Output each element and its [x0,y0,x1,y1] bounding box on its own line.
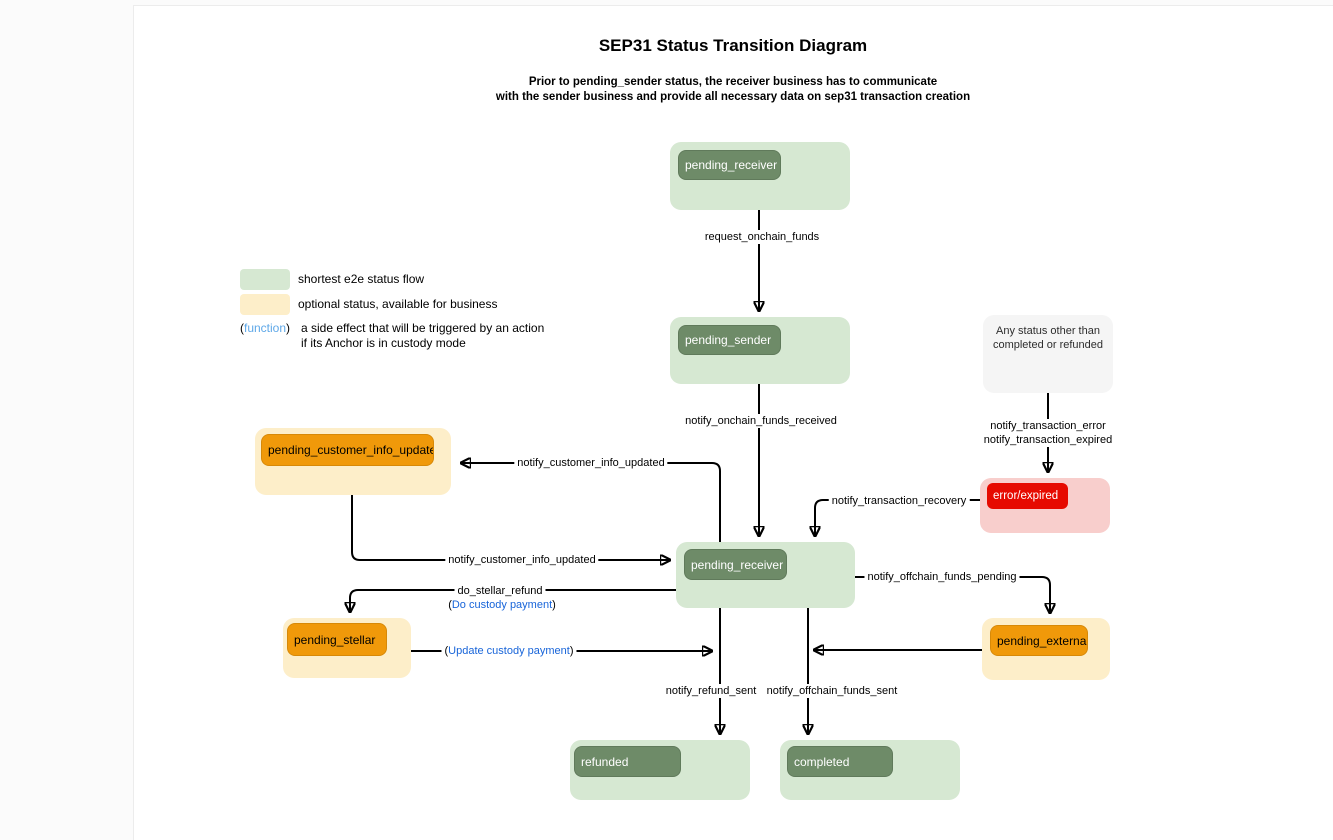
legend-function-token: (function) [240,321,290,335]
legend-function-word: function [244,321,287,335]
node-pending-receiver-mid-label: pending_receiver [684,549,787,580]
node-pending-customer-info-update: pending_customer_info_update [255,428,451,495]
node-any-status-line2: completed or refunded [992,339,1104,351]
edge-label-notify-offchain-funds-pending: notify_offchain_funds_pending [864,570,1020,584]
page-subtitle: Prior to pending_sender status, the rece… [133,75,1333,105]
node-pending-stellar: pending_stellar [283,618,411,678]
edge-label-do-custody-payment-close: ) [552,599,556,611]
edge-label-notify-transaction-expired: notify_transaction_expired [983,434,1113,446]
legend-label-yellow: optional status, available for business [298,297,498,311]
legend-function-desc-line1: a side effect that will be triggered by … [301,321,545,335]
node-pending-receiver-top: pending_receiver [670,142,850,210]
node-pending-receiver-mid: pending_receiver [676,542,855,608]
legend-label-green: shortest e2e status flow [298,272,425,286]
edge-label-update-custody-payment-text: Update custody payment [448,645,570,657]
node-any-status: Any status other than completed or refun… [983,315,1113,393]
node-pending-external: pending_external [982,618,1110,680]
edge-label-notify-transaction-recovery: notify_transaction_recovery [828,494,970,508]
edge-label-notify-transaction-error: notify_transaction_error [990,420,1106,432]
node-completed-label: completed [787,746,893,777]
page-subtitle-line2: with the sender business and provide all… [495,91,971,103]
edge-label-request-onchain-funds: request_onchain_funds [701,230,823,244]
node-error-expired-label: error/expired [987,483,1068,509]
node-error-expired: error/expired [980,478,1110,533]
node-refunded: refunded [570,740,750,800]
page-title: SEP31 Status Transition Diagram [598,36,868,55]
edge-label-notify-onchain-funds-received: notify_onchain_funds_received [682,414,840,428]
edge-label-notify-customer-info-updated-out: notify_customer_info_updated [514,456,668,470]
node-pending-receiver-top-label: pending_receiver [678,150,781,180]
node-pending-sender: pending_sender [670,317,850,384]
edge-label-do-custody-payment-text: Do custody payment [451,599,553,611]
edge-label-notify-transaction-error-expired: notify_transaction_error notify_transact… [980,419,1116,447]
node-refunded-label: refunded [574,746,681,777]
edge-label-notify-refund-sent: notify_refund_sent [662,684,760,698]
edge-label-update-custody-payment-close: ) [569,645,574,657]
edge-label-do-stellar-refund: do_stellar_refund [454,584,546,598]
legend-function-paren-open: ( [240,321,244,335]
node-pending-sender-label: pending_sender [678,325,781,355]
edge-label-notify-customer-info-updated-in: notify_customer_info_updated [445,553,599,567]
node-pending-customer-info-update-label: pending_customer_info_update [261,434,434,466]
page-subtitle-line1: Prior to pending_sender status, the rece… [528,76,938,88]
legend-function-desc-line2: if its Anchor is in custody mode [301,336,466,350]
node-pending-stellar-label: pending_stellar [287,623,387,656]
legend-swatch-yellow [240,294,290,315]
legend-function-description: a side effect that will be triggered by … [301,321,544,351]
legend-function-paren-close: ) [286,321,291,335]
node-any-status-text: Any status other than completed or refun… [983,324,1113,352]
edge-label-notify-offchain-funds-sent: notify_offchain_funds_sent [763,684,901,698]
edge-label-update-custody-payment: (Update custody payment) [441,644,577,658]
node-any-status-line1: Any status other than [996,325,1100,337]
edge-label-do-custody-payment: (Do custody payment) [445,598,559,612]
node-pending-external-label: pending_external [990,625,1088,656]
node-completed: completed [780,740,960,800]
legend-swatch-green [240,269,290,290]
